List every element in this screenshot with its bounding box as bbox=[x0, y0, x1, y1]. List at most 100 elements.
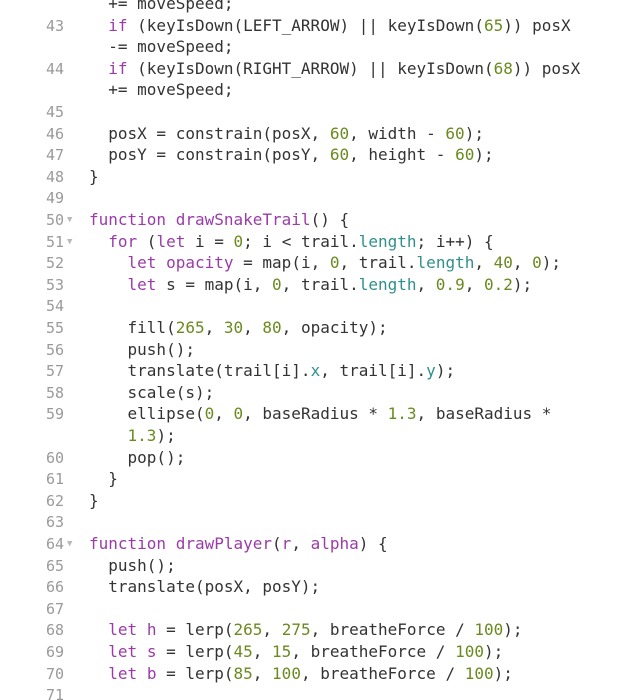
code-token: 85 bbox=[233, 663, 253, 683]
code-token: ) { bbox=[358, 534, 388, 553]
code-token bbox=[137, 642, 147, 661]
fold-toggle-icon[interactable]: ▼ bbox=[67, 215, 73, 225]
code-token: b bbox=[146, 663, 157, 683]
code-line[interactable]: += moveSpeed; bbox=[0, 0, 634, 15]
code-token: ); bbox=[541, 253, 562, 273]
code-token bbox=[89, 642, 108, 661]
code-line[interactable]: 46 posX = constrain(posX, 60, width - 60… bbox=[0, 123, 634, 145]
line-number: 63 bbox=[45, 513, 64, 532]
code-line[interactable]: 44 if (keyIsDown(RIGHT_ARROW) || keyIsDo… bbox=[0, 58, 634, 80]
code-token: -= moveSpeed; bbox=[89, 37, 234, 57]
code-token bbox=[89, 16, 108, 35]
code-text: -= moveSpeed; bbox=[89, 36, 234, 58]
code-token: , bbox=[416, 274, 436, 294]
line-number: 49 bbox=[45, 189, 64, 208]
code-line[interactable]: 49 bbox=[0, 187, 634, 209]
line-number: 64 bbox=[45, 535, 64, 553]
code-line[interactable]: 60 pop(); bbox=[0, 447, 634, 469]
code-line[interactable]: 47 posY = constrain(posY, 60, height - 6… bbox=[0, 144, 634, 166]
code-line[interactable]: 59 ellipse(0, 0, baseRadius * 1.3, baseR… bbox=[0, 403, 634, 425]
line-number: 60 bbox=[45, 448, 64, 467]
code-line[interactable]: 65 push(); bbox=[0, 555, 634, 577]
code-token: = map(i, bbox=[233, 253, 330, 273]
code-line[interactable]: 50▼function drawSnakeTrail() { bbox=[0, 209, 634, 231]
code-token: 45 bbox=[233, 642, 253, 661]
code-token: 275 bbox=[281, 620, 311, 640]
code-text: 1.3); bbox=[89, 425, 176, 447]
code-line[interactable]: 61 } bbox=[0, 468, 634, 490]
code-line[interactable]: 66 translate(posX, posY); bbox=[0, 576, 634, 598]
code-token: 40 bbox=[493, 253, 513, 273]
line-number: 71 bbox=[45, 686, 64, 700]
code-line[interactable]: 43 if (keyIsDown(LEFT_ARROW) || keyIsDow… bbox=[0, 15, 634, 37]
code-text: if (keyIsDown(LEFT_ARROW) || keyIsDown(6… bbox=[89, 15, 570, 37]
code-line[interactable]: 1.3); bbox=[0, 425, 634, 447]
code-token: ; i < trail. bbox=[243, 231, 359, 251]
code-token: , bbox=[262, 620, 282, 640]
line-number: 55 bbox=[45, 319, 64, 337]
code-line[interactable]: 52 let opacity = map(i, 0, trail.length,… bbox=[0, 252, 634, 274]
code-token bbox=[166, 210, 176, 229]
code-token: , bbox=[214, 404, 234, 424]
code-token: ); bbox=[483, 642, 504, 661]
code-line[interactable]: 45 bbox=[0, 101, 634, 123]
code-token: 0 bbox=[233, 231, 244, 251]
code-text: function drawSnakeTrail() { bbox=[89, 209, 349, 231]
code-line[interactable]: 48} bbox=[0, 166, 634, 188]
code-token: let bbox=[108, 663, 138, 683]
code-line[interactable]: 71 bbox=[0, 684, 634, 700]
code-token: , breatheForce / bbox=[291, 642, 456, 661]
code-line[interactable]: 58 scale(s); bbox=[0, 382, 634, 404]
code-token: s bbox=[146, 642, 157, 661]
code-text: push(); bbox=[89, 555, 175, 577]
code-text: let opacity = map(i, 0, trail.length, 40… bbox=[89, 252, 562, 274]
line-number: 61 bbox=[45, 470, 64, 489]
code-line[interactable]: 70 let b = lerp(85, 100, breatheForce / … bbox=[0, 663, 634, 685]
code-line[interactable]: 55 fill(265, 30, 80, opacity); bbox=[0, 317, 634, 339]
code-line[interactable]: 63 bbox=[0, 511, 634, 533]
code-token: , bbox=[204, 318, 224, 337]
code-line[interactable]: -= moveSpeed; bbox=[0, 36, 634, 58]
line-number: 53 bbox=[45, 275, 64, 294]
fold-toggle-icon[interactable]: ▼ bbox=[67, 236, 73, 247]
code-token: length bbox=[416, 253, 475, 273]
code-line[interactable]: 57 translate(trail[i].x, trail[i].y); bbox=[0, 360, 634, 382]
fold-toggle-icon[interactable]: ▼ bbox=[67, 539, 73, 549]
code-token: r bbox=[281, 534, 292, 553]
code-line[interactable]: 68 let h = lerp(265, 275, breatheForce /… bbox=[0, 619, 634, 641]
code-token: (keyIsDown(RIGHT_ARROW) || keyIsDown( bbox=[127, 58, 494, 78]
code-line[interactable]: 67 bbox=[0, 598, 634, 620]
code-token: 15 bbox=[272, 642, 292, 661]
code-line[interactable]: 64▼function drawPlayer(r, alpha) { bbox=[0, 533, 634, 555]
code-line[interactable]: 54 bbox=[0, 295, 634, 317]
code-line[interactable]: 56 push(); bbox=[0, 339, 634, 361]
code-token: , trail[i]. bbox=[320, 361, 427, 381]
line-number: 51 bbox=[45, 232, 64, 251]
code-token: 80 bbox=[262, 318, 282, 337]
code-token: 0.9 bbox=[435, 274, 465, 294]
code-token bbox=[89, 275, 128, 294]
code-token: i = bbox=[185, 231, 234, 251]
code-token bbox=[137, 620, 147, 639]
code-token: , trail. bbox=[339, 253, 417, 273]
code-token: 0 bbox=[272, 274, 282, 294]
code-text: pop(); bbox=[89, 447, 186, 469]
code-token bbox=[156, 253, 166, 272]
code-text: translate(trail[i].x, trail[i].y); bbox=[89, 360, 456, 382]
code-token: , width - bbox=[349, 123, 446, 143]
code-line[interactable]: 69 let s = lerp(45, 15, breatheForce / 1… bbox=[0, 641, 634, 663]
code-line[interactable]: 51▼ for (let i = 0; i < trail.length; i+… bbox=[0, 231, 634, 253]
code-text: } bbox=[89, 468, 118, 490]
code-token: 60 bbox=[455, 145, 475, 165]
line-number: 43 bbox=[45, 16, 64, 35]
code-line[interactable]: 53 let s = map(i, 0, trail.length, 0.9, … bbox=[0, 274, 634, 296]
code-text: fill(265, 30, 80, opacity); bbox=[89, 317, 388, 339]
code-token: drawSnakeTrail bbox=[175, 210, 311, 229]
code-line[interactable]: += moveSpeed; bbox=[0, 79, 634, 101]
code-token: , opacity); bbox=[281, 318, 388, 337]
code-text: posY = constrain(posY, 60, height - 60); bbox=[89, 144, 493, 166]
code-token: , baseRadius * bbox=[243, 404, 388, 424]
code-line[interactable]: 62} bbox=[0, 490, 634, 512]
line-number: 66 bbox=[45, 578, 64, 597]
